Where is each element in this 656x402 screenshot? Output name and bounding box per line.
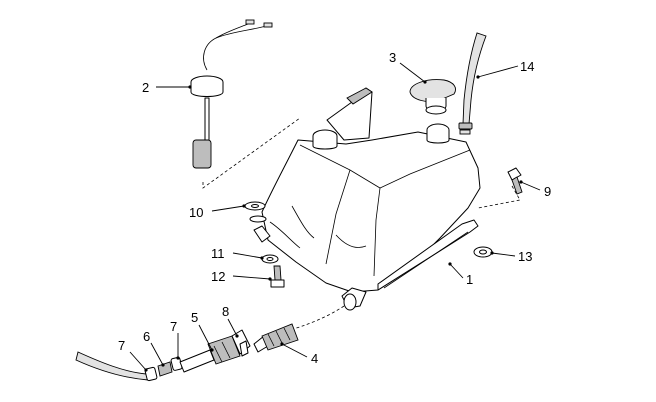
callout-8: 8	[222, 304, 229, 319]
callout-11: 11	[211, 246, 225, 261]
leader-5	[198, 324, 213, 351]
callout-5: 5	[191, 310, 198, 325]
callout-labels: 2 3 14 9 10 11 12 13 1 4 5 8 6 7 7	[118, 50, 551, 366]
leader-10	[211, 205, 245, 212]
callout-10: 10	[189, 205, 203, 220]
leader-14	[477, 65, 519, 78]
callout-1: 1	[466, 272, 473, 287]
leader-1	[449, 263, 464, 279]
filler-cap	[409, 79, 456, 115]
mounting-line-gauge	[202, 117, 301, 189]
callout-3: 3	[389, 50, 396, 65]
washer-13	[473, 246, 493, 258]
callout-9: 9	[544, 184, 551, 199]
leader-12	[232, 275, 271, 280]
washer-6	[157, 361, 173, 377]
callout-12: 12	[211, 269, 225, 284]
fuel-tap-5	[179, 335, 241, 373]
leader-9	[520, 181, 541, 191]
hose-clip-7	[144, 366, 158, 382]
callout-7a: 7	[118, 338, 125, 353]
bolt-12	[270, 265, 285, 288]
leader-7a	[129, 351, 147, 371]
callout-7b: 7	[170, 319, 177, 334]
leader-lines	[129, 62, 541, 372]
fuel-line-path	[289, 305, 345, 331]
washer-10	[244, 201, 267, 223]
callout-6: 6	[143, 329, 150, 344]
fuel-tank	[253, 87, 481, 311]
leader-13	[491, 252, 516, 257]
filter-4	[253, 323, 299, 353]
fuel-hose-7	[75, 351, 149, 381]
bolt-9	[507, 167, 523, 195]
leader-11	[232, 252, 263, 259]
callout-4: 4	[311, 351, 318, 366]
hose-clamp	[458, 122, 473, 135]
washer-11	[261, 254, 279, 264]
callout-13: 13	[518, 249, 532, 264]
callout-2: 2	[142, 80, 149, 95]
mounting-line-bolt	[477, 185, 521, 209]
vent-hose	[462, 32, 487, 125]
callout-14: 14	[520, 59, 534, 74]
leader-8	[227, 318, 238, 337]
leader-4	[281, 343, 308, 358]
leader-6	[150, 342, 164, 366]
fuel-level-sender	[190, 19, 273, 169]
leader-3	[399, 62, 426, 83]
